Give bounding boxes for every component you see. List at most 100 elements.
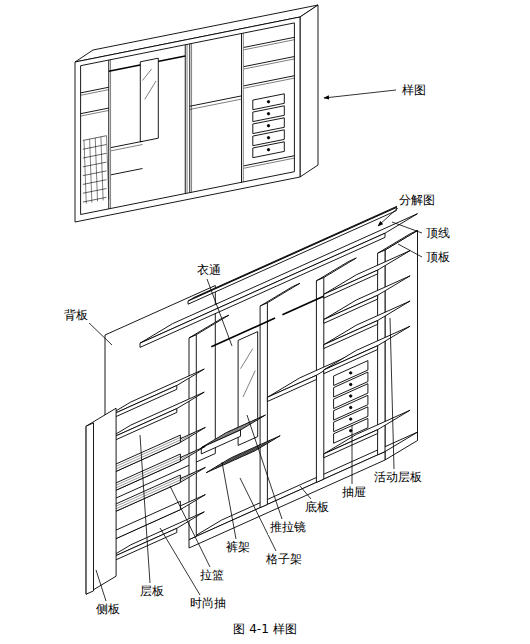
drawer-knob (350, 372, 352, 374)
part-label: 样图 (400, 83, 428, 98)
drawer-knob (267, 137, 269, 139)
part-label: 顶板 (424, 250, 452, 265)
edge-line (110, 60, 111, 209)
edge-line (83, 180, 107, 185)
part-label: 侧板 (94, 602, 122, 617)
panel-outline (206, 436, 280, 473)
panel-outline (189, 315, 229, 338)
edge-line (191, 43, 192, 192)
panel-outline (189, 335, 196, 540)
panel-outline (334, 418, 368, 443)
edge-line (111, 141, 143, 147)
panel-outline (385, 231, 418, 461)
edge-line (112, 477, 181, 508)
edge-line (83, 145, 107, 150)
drawer-knob (350, 429, 352, 431)
edge-line (231, 419, 256, 434)
edge-line (95, 138, 97, 202)
edge-line (84, 140, 86, 204)
edge-line (145, 81, 156, 99)
leader-line (398, 244, 422, 257)
part-label: 背板 (62, 308, 90, 323)
leader-line (324, 90, 396, 98)
edge-line (244, 78, 295, 88)
part-label: 衣通 (195, 263, 223, 278)
edge-line (187, 44, 188, 193)
panel-outline (86, 408, 116, 594)
panel-outline (324, 276, 410, 320)
panel-outline (201, 415, 265, 448)
panel-outline (103, 392, 204, 442)
panel-outline (75, 17, 300, 222)
part-label: 裤架 (224, 540, 252, 555)
leader-line (140, 435, 150, 583)
panel-outline (103, 512, 204, 562)
edge-line (90, 139, 92, 203)
edge-line (81, 87, 109, 93)
panel-outline (86, 423, 93, 594)
part-label: 格子架 (264, 552, 304, 567)
edge-line (189, 44, 190, 193)
panel-outline (267, 375, 316, 401)
leader-line (207, 279, 232, 346)
drawer-knob (267, 125, 269, 127)
part-label: 层板 (138, 584, 166, 599)
panel-outline (260, 303, 267, 508)
panel-outline (112, 435, 181, 473)
edge-line (190, 99, 242, 109)
edge-line (83, 153, 107, 158)
edge-line (107, 136, 109, 200)
edge-line (101, 137, 103, 201)
edge-line (81, 108, 109, 114)
leader-line (390, 318, 394, 469)
edge-line (81, 90, 109, 96)
panel-outline (112, 467, 206, 513)
edge-line (81, 110, 109, 116)
panel-outline (378, 231, 418, 254)
edge-line (243, 371, 255, 398)
edge-line (83, 171, 107, 176)
leader-line (86, 320, 112, 345)
edge-line (244, 158, 295, 168)
drawer-knob (350, 395, 352, 397)
drawer-knob (267, 149, 269, 151)
leader-line (160, 528, 200, 595)
edge-line (244, 59, 295, 69)
edge-line (83, 136, 107, 141)
edge-line (143, 69, 152, 80)
edge-line (193, 207, 396, 298)
part-label: 时尚抽 (188, 596, 228, 611)
drawer-knob (267, 101, 269, 103)
panel-outline (316, 278, 323, 483)
panel-outline (81, 23, 295, 215)
part-label: 分解图 (397, 193, 437, 208)
edge-line (83, 162, 107, 167)
drawer-knob (350, 406, 352, 408)
leader-line (300, 486, 311, 499)
drawer-knob (350, 383, 352, 385)
panel-outline (316, 258, 356, 281)
edge-line (237, 417, 262, 432)
edge-line (221, 442, 270, 464)
panel-outline (140, 58, 158, 142)
panel-outline (300, 5, 318, 177)
edge-line (244, 40, 295, 50)
edge-line (190, 96, 242, 106)
panel-outline (253, 142, 284, 158)
drawer-knob (350, 418, 352, 420)
leader-line (222, 462, 236, 539)
part-label: 抽屉 (340, 485, 368, 500)
edge-line (111, 169, 143, 175)
drawer-knob (267, 113, 269, 115)
panel-outline (260, 283, 300, 306)
edge-line (111, 145, 143, 151)
panel-outline (188, 208, 396, 305)
edge-line (226, 439, 275, 461)
part-label: 底板 (303, 500, 331, 515)
edge-line (241, 34, 242, 183)
leader-line (378, 206, 400, 226)
part-label: 活动层板 (372, 470, 424, 485)
edge-line (244, 37, 295, 47)
leader-line (392, 222, 422, 233)
leader-line (96, 570, 106, 601)
